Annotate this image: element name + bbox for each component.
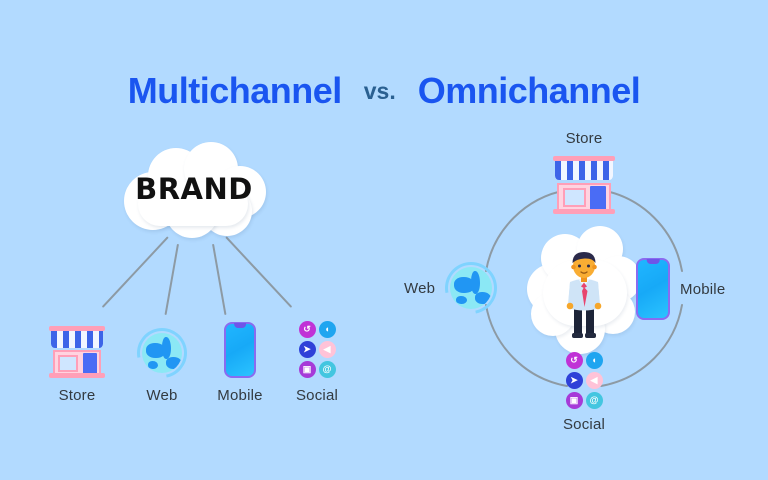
connector-line-store [101,236,169,308]
connector-line-social [225,236,293,308]
title-omnichannel: Omnichannel [417,70,641,111]
globe-icon [116,318,208,388]
social-icons-grid: ↺◖➤◀▣@ [271,320,363,378]
omnichannel-ring [485,189,683,387]
omni-label-store: Store [565,130,603,147]
smartphone-icon [194,320,286,378]
omni-label-mobile: Mobile [680,280,726,298]
at-sign-icon[interactable]: @ [318,361,336,378]
channel-label-web: Web [146,387,178,404]
camera-icon[interactable]: ▣ [565,392,583,409]
businessman-figure-icon [566,252,602,338]
multichannel-channel-store[interactable]: Store [31,320,123,404]
social-icons-grid: ↺◖➤◀▣@ [534,352,634,409]
messaging-icon[interactable]: ↺ [298,321,316,338]
customer-person-in-cloud-icon [525,220,643,358]
share-arrow-icon[interactable]: ➤ [565,372,583,389]
title-separator-vs: vs. [363,77,396,104]
megaphone-icon[interactable]: ◀ [318,341,336,358]
multichannel-channel-web[interactable]: Web [116,318,208,404]
camera-icon[interactable]: ▣ [298,361,316,378]
channel-label-store: Store [58,387,96,404]
connector-line-mobile [212,243,227,316]
channel-label-social: Social [295,387,339,404]
brand-label: BRAND [135,172,253,206]
omni-label-web: Web [404,279,436,297]
chat-bubble-icon[interactable]: ◖ [318,321,336,338]
title-multichannel: Multichannel [127,70,343,111]
multichannel-channel-social[interactable]: ↺◖➤◀▣@ Social [271,320,363,404]
omnichannel-diagram: Store Web [400,130,768,450]
omni-node-store[interactable]: Store [534,130,634,214]
at-sign-icon[interactable]: @ [585,392,603,409]
storefront-icon [534,156,634,214]
page-title: Multichannel vs. Omnichannel [0,70,768,112]
megaphone-icon[interactable]: ◀ [585,372,603,389]
connector-line-web [164,243,179,316]
globe-icon [435,251,508,325]
brand-cloud: BRAND [118,142,270,238]
messaging-icon[interactable]: ↺ [565,352,583,369]
smartphone-icon [636,258,670,320]
multichannel-channel-mobile[interactable]: Mobile [194,320,286,404]
channel-label-mobile: Mobile [217,387,263,404]
omni-node-social[interactable]: ↺◖➤◀▣@ Social [534,352,634,433]
storefront-icon [31,320,123,378]
omni-label-social: Social [562,416,606,433]
omni-node-web[interactable]: Web [404,251,508,325]
chat-bubble-icon[interactable]: ◖ [585,352,603,369]
omni-node-mobile[interactable]: Mobile [636,258,725,320]
share-arrow-icon[interactable]: ➤ [298,341,316,358]
